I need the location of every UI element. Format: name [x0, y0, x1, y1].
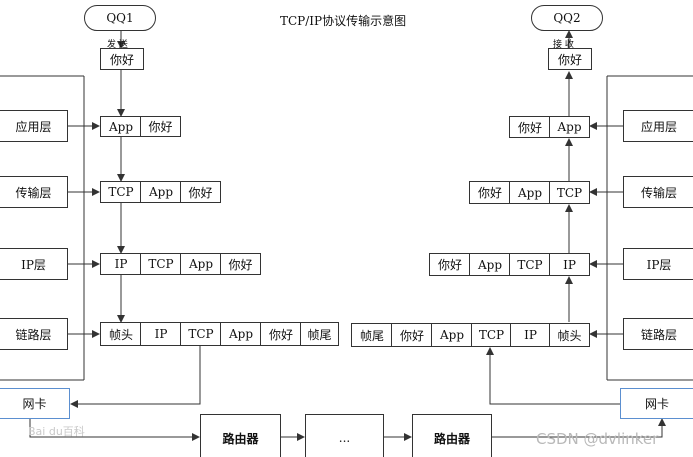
packet-cell: App [469, 253, 510, 276]
csdn-watermark: CSDN @dvlinker [536, 430, 659, 448]
packet-cell: 帧头 [100, 322, 141, 346]
left-link-layer: 链路层 [0, 318, 68, 350]
arrow-router2-to-right-nic [492, 418, 666, 438]
packet-cell: TCP [509, 253, 550, 276]
router-1: 路由器 [200, 414, 281, 457]
packet-cell: 你好 [140, 116, 181, 137]
packet-cell: IP [100, 253, 141, 275]
packet-cell: App [140, 181, 181, 203]
packet-cell: App [100, 116, 141, 137]
arrow-link-to-left-nic [70, 346, 201, 408]
diagram-title: TCP/IP协议传输示意图 [280, 14, 407, 28]
packet-cell: App [549, 116, 590, 138]
left-ip-layer: IP层 [0, 248, 68, 280]
packet-cell: 帧尾 [351, 323, 392, 347]
packet-cell: IP [140, 322, 181, 346]
packet-cell: TCP [180, 322, 221, 346]
packet-cell: 帧尾 [300, 322, 339, 346]
arrow-nic-to-router1 [29, 417, 200, 441]
packet-cell: 你好 [509, 116, 550, 138]
packet-cell: App [220, 322, 261, 346]
baidu-watermark: Bai du百科 [28, 425, 85, 438]
right-ip-layer: IP层 [623, 248, 693, 280]
packet-cell: 你好 [469, 181, 510, 204]
router-chain-ellipsis: ... [305, 414, 384, 457]
qq2-node: QQ2 [531, 5, 603, 31]
sender-action-label: 发 送 [107, 40, 128, 50]
packet-cell: 你好 [180, 181, 221, 203]
left-transport-layer: 传输层 [0, 176, 68, 208]
left-nic: 网卡 [0, 388, 70, 419]
packet-cell: App [431, 323, 472, 347]
arrow-right-nic-to-link [486, 347, 620, 405]
packet-cell: 帧头 [549, 323, 590, 347]
packet-cell: 你好 [260, 322, 301, 346]
right-nic: 网卡 [620, 388, 693, 419]
packet-cell: App [180, 253, 221, 275]
qq1-node: QQ1 [84, 5, 156, 31]
packet-cell: App [509, 181, 550, 204]
sender-message-box: 你好 [100, 48, 144, 70]
packet-cell: 你好 [391, 323, 432, 347]
packet-cell: TCP [549, 181, 590, 204]
receiver-message-box: 你好 [548, 48, 592, 70]
packet-cell: TCP [140, 253, 181, 275]
router-2: 路由器 [412, 414, 492, 457]
packet-cell: 你好 [220, 253, 261, 275]
right-transport-layer: 传输层 [623, 176, 693, 208]
receiver-action-label: 接 收 [553, 40, 574, 50]
right-link-layer: 链路层 [623, 318, 693, 350]
right-application-layer: 应用层 [623, 110, 693, 142]
packet-cell: TCP [100, 181, 141, 203]
packet-cell: 你好 [429, 253, 470, 276]
packet-cell: IP [510, 323, 550, 347]
left-application-layer: 应用层 [0, 110, 68, 142]
packet-cell: TCP [471, 323, 511, 347]
packet-cell: IP [549, 253, 590, 276]
